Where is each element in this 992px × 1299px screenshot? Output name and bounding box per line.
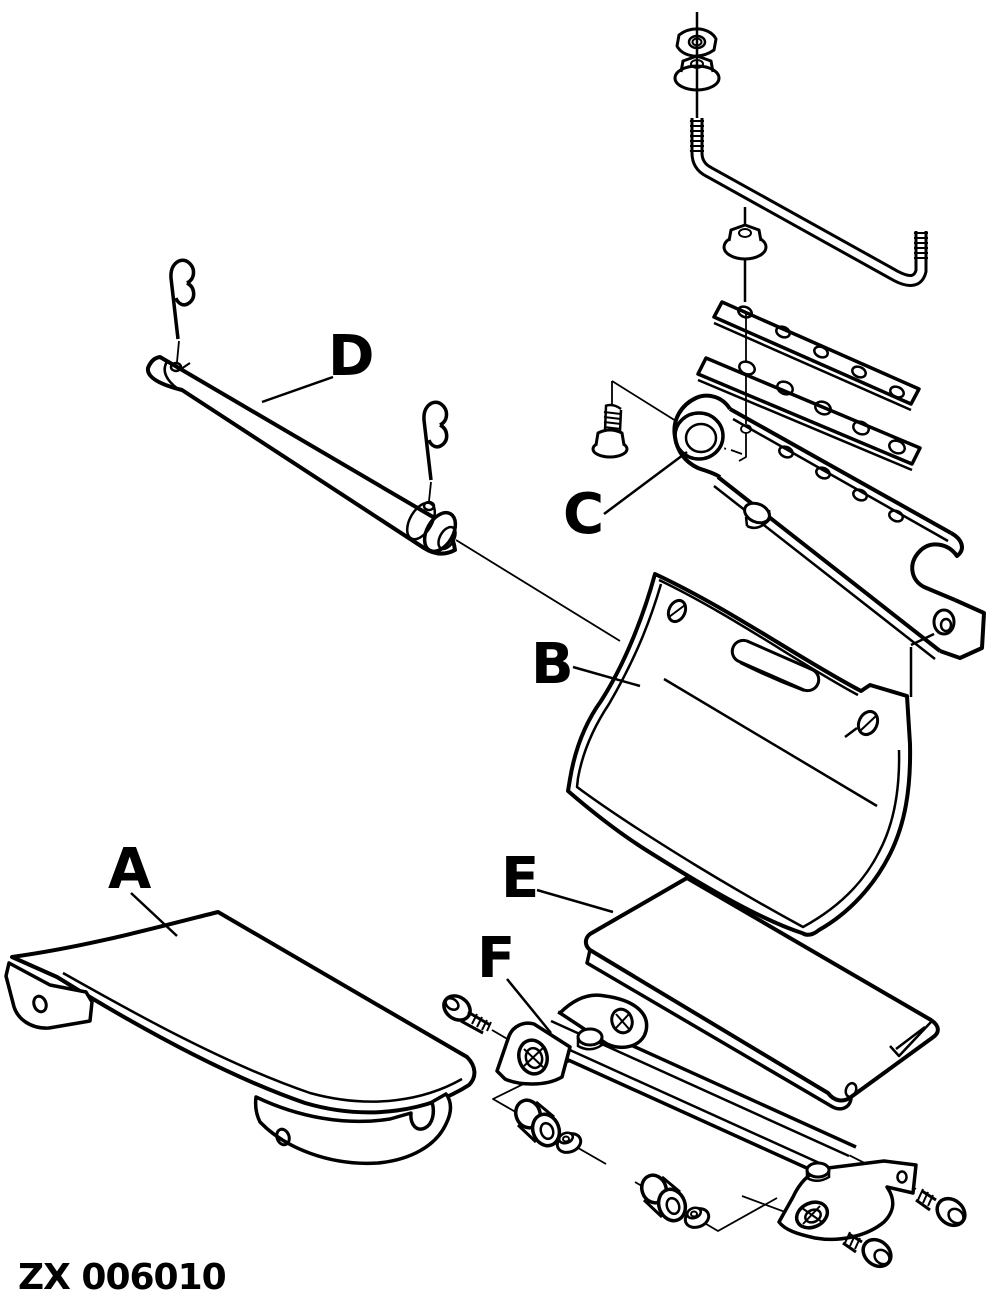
strip-holes	[738, 360, 906, 455]
plate-flange-left	[4, 961, 94, 1030]
spacer-bushing-1	[513, 1098, 562, 1148]
plate-outline	[10, 910, 477, 1115]
plate-flange-right	[253, 1092, 453, 1166]
label-c: C	[563, 482, 604, 547]
label-c-group: C	[563, 450, 688, 547]
bracket-end-plate	[939, 598, 986, 660]
pad-fold-tab	[889, 1021, 932, 1058]
pad-face	[583, 876, 940, 1103]
strip-plate-lower	[696, 356, 922, 472]
label-a: A	[108, 837, 152, 902]
spacer-bushing-2	[639, 1173, 688, 1223]
plate-hole-right	[844, 709, 880, 738]
part-d-rod: D	[145, 258, 621, 642]
part-b-plate: B	[531, 572, 913, 937]
bracket-flange-hole	[896, 1170, 908, 1184]
u-bolt-assembly	[673, 12, 928, 302]
plate-outline	[566, 572, 913, 937]
leader-line-c	[603, 450, 688, 516]
flange-bolt-right-upper	[915, 1188, 967, 1228]
strip-holes	[737, 305, 905, 399]
part-a-plate: A	[4, 837, 477, 1166]
bar-boss-right	[805, 1161, 831, 1182]
flange-nut-middle	[722, 223, 768, 261]
pivot-bushing-bore	[684, 422, 718, 454]
plate-hem	[575, 583, 901, 929]
hex-nut-top	[675, 27, 718, 58]
channel-bracket	[672, 393, 986, 660]
leader-line-a	[130, 892, 178, 937]
label-e: E	[501, 846, 539, 911]
flange-bolt-right-lower	[842, 1231, 893, 1269]
u-bolt-rod	[690, 118, 928, 287]
axis-line	[455, 539, 621, 642]
flange-bolt-left	[442, 994, 492, 1035]
hairpin-clip-right	[422, 400, 449, 502]
pad-end-hole	[844, 1081, 858, 1099]
label-d: D	[328, 324, 374, 389]
bar-left-lug	[558, 993, 649, 1049]
plate-hem	[62, 971, 463, 1103]
bracket-holes	[778, 445, 904, 523]
mount-bar	[532, 993, 857, 1181]
flange-nut-upper	[673, 54, 721, 92]
bracket-left	[495, 1021, 572, 1086]
flange-nut-1	[555, 1131, 583, 1154]
thread-marks-right	[914, 232, 928, 259]
flange-nut-2	[683, 1206, 711, 1229]
label-b: B	[531, 632, 574, 697]
leader-line-f	[506, 978, 552, 1034]
pad-side	[585, 949, 853, 1111]
figure-code: ZX 006010	[18, 1257, 226, 1298]
thread-marks	[603, 411, 622, 430]
hole-strip-plates	[696, 300, 922, 472]
part-e-pad: E	[501, 846, 940, 1111]
pivot-bushing	[673, 411, 725, 461]
thread-marks-left	[690, 120, 704, 152]
plate-hole-top	[666, 598, 688, 624]
hairpin-clip-left	[169, 258, 196, 363]
leader-line-e	[536, 888, 614, 914]
bracket-right	[777, 1159, 918, 1242]
end-pin	[910, 608, 956, 647]
bracket-boss	[743, 501, 772, 530]
leader-line-d	[261, 375, 334, 404]
arch-cutout	[910, 531, 964, 602]
bar-boss-left	[576, 1027, 604, 1051]
rod-clip-hole-right	[422, 500, 436, 512]
part-f-assembly: F	[442, 926, 967, 1269]
flange-bolt-c	[591, 380, 677, 459]
leader-line-b	[572, 665, 641, 688]
plate-slot	[730, 638, 821, 693]
rod-clip-hole-left	[169, 361, 191, 373]
